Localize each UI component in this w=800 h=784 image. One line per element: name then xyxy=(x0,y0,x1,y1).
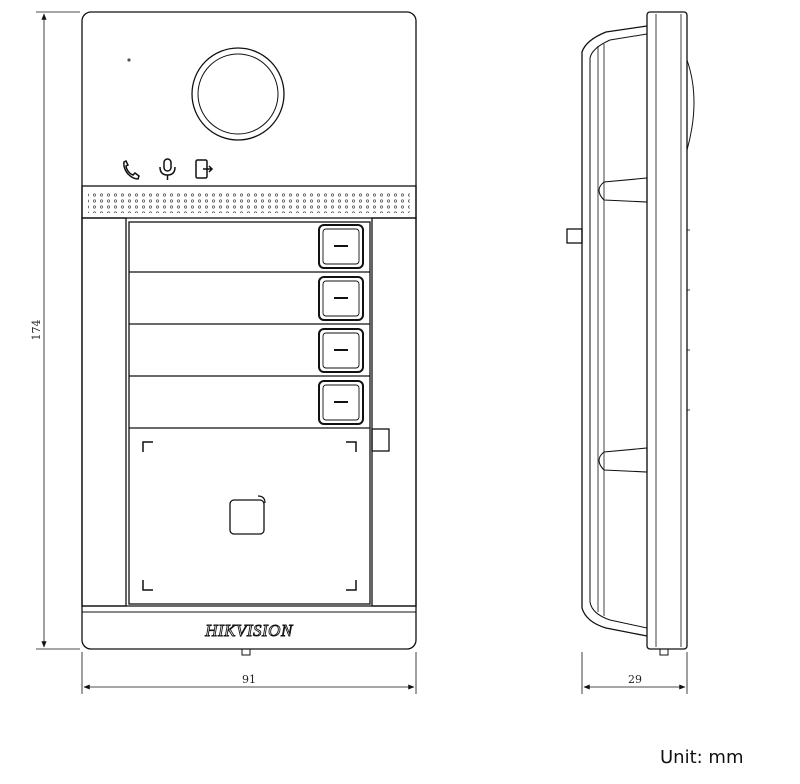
side-view xyxy=(566,11,695,656)
width-dimension xyxy=(81,652,417,694)
right-side-rail xyxy=(371,217,417,607)
card-reader-area xyxy=(142,441,357,591)
front-view: HIKVISION xyxy=(81,11,417,656)
width-dimension-label: 91 xyxy=(242,673,256,686)
microphone-icon xyxy=(159,158,176,180)
camera-lens-outer xyxy=(191,47,285,141)
front-outer-frame xyxy=(81,11,417,650)
call-button-row-4[interactable] xyxy=(129,380,370,429)
indicator-led xyxy=(127,58,131,62)
side-clip-upper xyxy=(598,177,648,203)
phone-icon xyxy=(123,159,140,180)
bottom-screw-tab xyxy=(241,648,251,656)
unit-label: Unit: mm xyxy=(660,747,744,768)
side-button-nub xyxy=(566,228,583,244)
brand-logo: HIKVISION xyxy=(204,621,294,640)
call-button-panel xyxy=(128,221,371,605)
height-dimension-label: 174 xyxy=(30,320,43,341)
call-button-row-2[interactable] xyxy=(129,276,370,325)
speaker-grille xyxy=(81,185,417,219)
side-front-cover xyxy=(581,25,648,637)
logo-band: HIKVISION xyxy=(82,605,416,640)
camera-lens-inner xyxy=(197,53,279,135)
left-side-rail xyxy=(81,217,127,607)
side-bottom-tab xyxy=(659,648,669,656)
call-button-row-1[interactable] xyxy=(129,224,370,273)
depth-dimension xyxy=(581,652,688,694)
door-icon xyxy=(195,159,214,179)
side-clip xyxy=(371,428,390,452)
height-dimension xyxy=(36,11,80,650)
call-button-row-3[interactable] xyxy=(129,328,370,377)
card-reader-icon xyxy=(229,495,266,535)
camera-section xyxy=(127,47,285,141)
side-clip-lower xyxy=(598,447,648,473)
depth-dimension-label: 29 xyxy=(628,673,642,686)
